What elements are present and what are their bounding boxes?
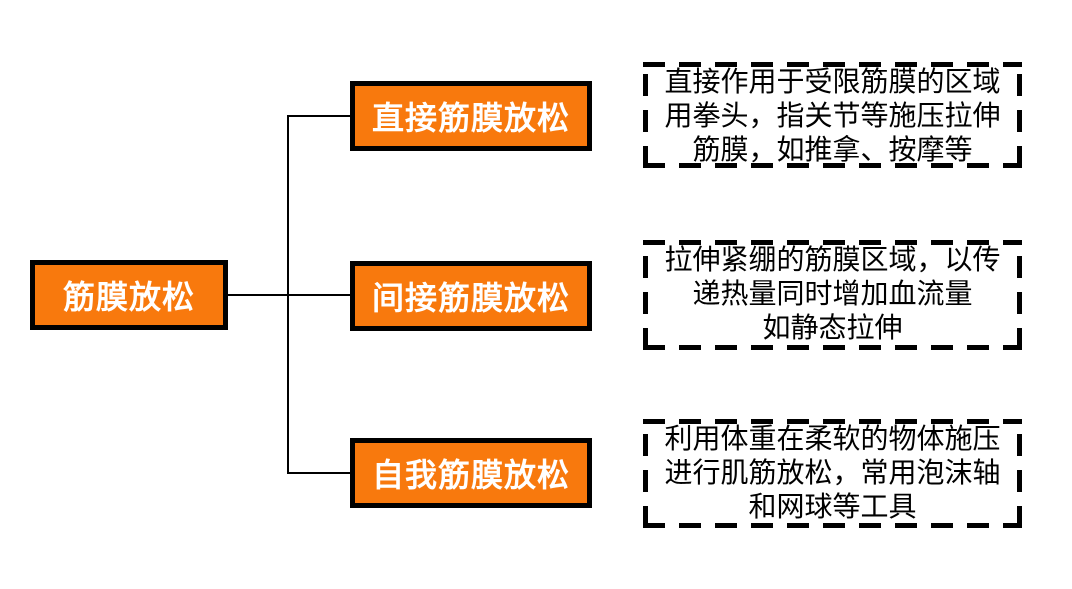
description-line: 用拳头，指关节等施压拉伸 bbox=[664, 100, 1001, 131]
branch-node-self-release: 自我筋膜放松 bbox=[350, 438, 592, 508]
description-line: 和网球等工具 bbox=[748, 491, 917, 522]
branch-node-indirect-release: 间接筋膜放松 bbox=[350, 261, 592, 331]
description-line: 拉伸紧绷的筋膜区域，以传 bbox=[664, 244, 1001, 275]
description-box-indirect-release: 拉伸紧绷的筋膜区域，以传 递热量同时增加血流量 如静态拉伸 bbox=[643, 240, 1022, 350]
description-line: 进行肌筋放松，常用泡沫轴 bbox=[664, 457, 1001, 488]
connector-branch-direct bbox=[287, 115, 350, 117]
connector-root-to-trunk bbox=[228, 294, 350, 296]
description-line: 利用体重在柔软的物体施压 bbox=[664, 423, 1001, 454]
description-line: 筋膜，如推拿、按摩等 bbox=[692, 134, 973, 165]
root-node-fascia-release: 筋膜放松 bbox=[30, 260, 228, 330]
description-line: 如静态拉伸 bbox=[762, 312, 903, 343]
description-box-direct-release: 直接作用于受限筋膜的区域 用拳头，指关节等施压拉伸 筋膜，如推拿、按摩等 bbox=[643, 62, 1022, 168]
connector-trunk-vertical bbox=[287, 115, 289, 474]
branch-node-direct-release: 直接筋膜放松 bbox=[350, 81, 592, 151]
description-line: 直接作用于受限筋膜的区域 bbox=[664, 66, 1001, 97]
connector-branch-self bbox=[287, 472, 350, 474]
description-box-self-release: 利用体重在柔软的物体施压 进行肌筋放松，常用泡沫轴 和网球等工具 bbox=[643, 419, 1022, 528]
description-line: 递热量同时增加血流量 bbox=[692, 278, 973, 309]
